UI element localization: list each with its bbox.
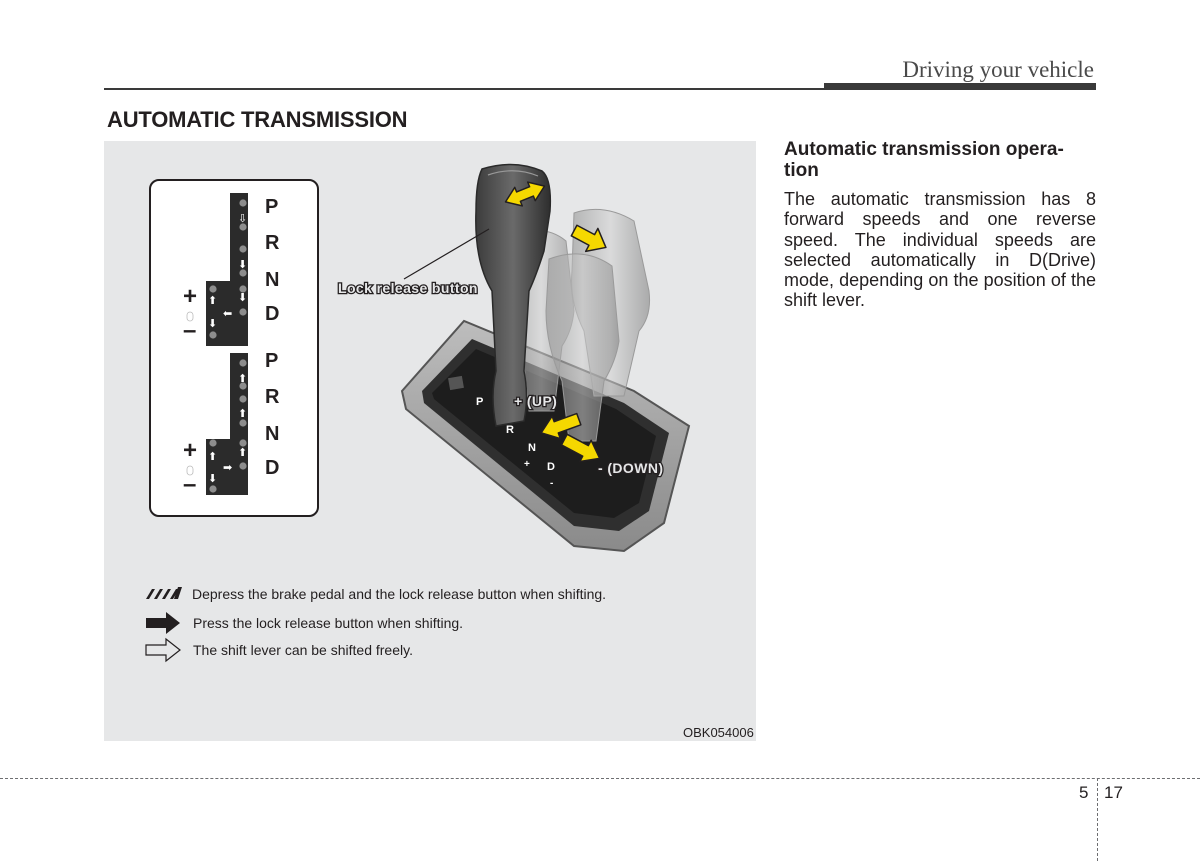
arrow-up-icon: ⬆ — [238, 373, 247, 385]
arrow-up-icon: ⬆ — [238, 447, 247, 459]
legend-brake-text: Depress the brake pedal and the lock rel… — [192, 586, 607, 602]
arrow-up-icon: ⬆ — [208, 451, 217, 463]
gate-label-minus: – — [183, 471, 196, 498]
gate-lower: ⬆ ⬆ ⬆ ⬆ ⬇ ➡ — [206, 353, 248, 495]
arrow-down-outline-icon: ⇩ — [238, 213, 247, 225]
gate-label-plus: + — [183, 437, 197, 464]
arrow-right-icon — [570, 224, 607, 253]
body-paragraph: The automatic transmission has 8 forward… — [784, 189, 1096, 311]
shift-gate-diagram: ⇩ ⬇ ⬇ ⬆ ⬇ ⬅ ⬆ ⬆ ⬆ — [149, 179, 319, 517]
page-title: AUTOMATIC TRANSMISSION — [107, 107, 408, 132]
gate-label-p: P — [265, 350, 278, 372]
gate-label-d: D — [265, 457, 279, 479]
header-rule-accent — [824, 83, 1096, 90]
console-mark-d: D — [547, 461, 555, 473]
gate-label-n: N — [265, 269, 279, 291]
brake-pedal-arrow-icon — [146, 587, 182, 599]
arrow-down-icon: ⬇ — [208, 473, 217, 485]
chapter-number: 5 — [1079, 783, 1089, 802]
gate-label-plus: + — [183, 283, 197, 310]
gate-upper: ⇩ ⬇ ⬇ ⬆ ⬇ ⬅ — [206, 193, 248, 346]
gate-label-r: R — [265, 386, 280, 408]
arrow-down-icon: ⬇ — [238, 292, 247, 304]
arrow-down-right-icon — [560, 433, 601, 463]
arrow-right-icon: ➡ — [223, 462, 232, 474]
gate-label-p: P — [265, 196, 278, 218]
page-number: 17 — [1104, 783, 1123, 802]
arrow-down-icon: ⬇ — [208, 318, 217, 330]
gate-label-r: R — [265, 232, 280, 254]
legend-press-text: Press the lock release button when shift… — [193, 615, 464, 631]
arrow-up-left-icon — [540, 412, 582, 440]
arrow-up-icon: ⬆ — [208, 295, 217, 307]
outline-arrow-icon — [145, 637, 181, 663]
arrow-up-icon: ⬆ — [238, 408, 247, 420]
console-mark-r: R — [506, 424, 514, 436]
gate-label-minus: – — [183, 317, 196, 344]
solid-arrow-icon — [146, 612, 180, 634]
arrow-down-icon: ⬇ — [238, 259, 247, 271]
double-arrow-icon — [504, 181, 546, 207]
header-rule — [104, 88, 1096, 90]
arrow-left-icon: ⬅ — [223, 308, 232, 320]
footer-rule — [0, 778, 1200, 779]
transmission-figure: ⇩ ⬇ ⬇ ⬆ ⬇ ⬅ ⬆ ⬆ ⬆ — [104, 141, 756, 741]
legend-free-text: The shift lever can be shifted freely. — [193, 642, 413, 658]
console-mark-plus: + — [524, 459, 530, 470]
section-header: Driving your vehicle — [902, 57, 1094, 82]
shift-lever — [475, 163, 552, 427]
figure-code: OBK054006 — [683, 725, 754, 740]
yellow-arrows — [504, 181, 607, 463]
legend-icons — [145, 587, 182, 663]
gate-label-d: D — [265, 303, 279, 325]
console-mark-minus: - — [550, 478, 553, 489]
page-number-divider — [1097, 778, 1098, 861]
console-mark-p: P — [476, 396, 483, 408]
callout-down: - (DOWN) — [598, 460, 663, 476]
callout-lock-release: Lock release button — [338, 280, 478, 296]
callout-up: + (UP) — [514, 393, 557, 409]
gate-label-n: N — [265, 423, 279, 445]
console-mark-n: N — [528, 442, 536, 454]
subsection-heading: Automatic transmission opera-tion — [784, 139, 1064, 181]
